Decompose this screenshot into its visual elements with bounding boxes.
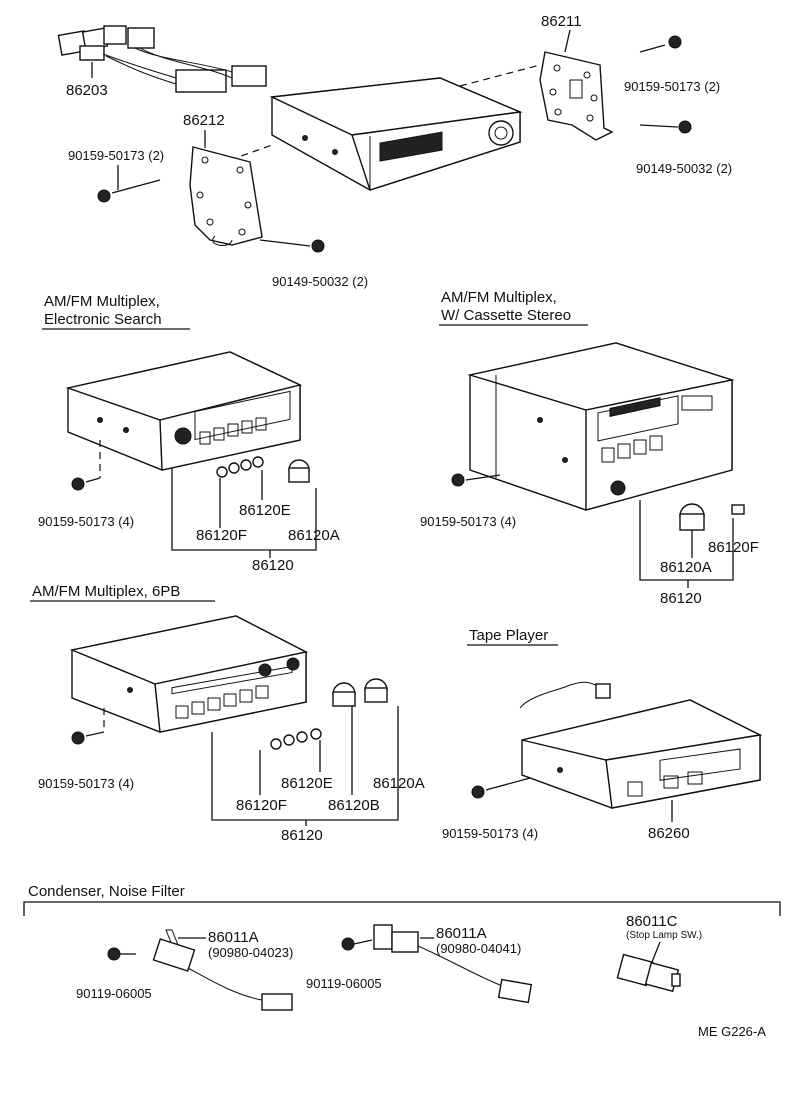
filter1-label: 86011A xyxy=(208,929,259,946)
heading-tape: Tape Player xyxy=(469,627,548,644)
cs-knob-a-label: 86120A xyxy=(660,559,712,576)
screw-label-tl: 90159-50173 (2) xyxy=(68,148,164,163)
knob-icon xyxy=(270,678,388,750)
es-set-label: 86120 xyxy=(252,557,294,574)
pb-knob-f-label: 86120F xyxy=(236,797,287,814)
screw-icon xyxy=(71,731,105,745)
radio-cassette-stereo xyxy=(467,342,735,511)
es-knob-e-label: 86120E xyxy=(239,502,291,519)
screw-label-bl: 90149-50032 (2) xyxy=(272,274,368,289)
screw1-label: 90119-06005 xyxy=(76,986,152,1001)
pb-screw-label: 90159-50173 (4) xyxy=(38,776,134,791)
part-86211-label: 86211 xyxy=(541,13,582,30)
heading-electronic-search-2: Electronic Search xyxy=(44,311,162,328)
wire-harness-86203 xyxy=(57,25,267,93)
pb-knob-e-label: 86120E xyxy=(281,775,333,792)
screw-icon xyxy=(259,239,325,253)
noise-filter-1 xyxy=(152,929,293,1011)
heading-condenser: Condenser, Noise Filter xyxy=(28,883,185,900)
screw-icon xyxy=(107,947,136,961)
tp-unit-label: 86260 xyxy=(648,825,690,842)
bracket-86211 xyxy=(539,51,614,141)
heading-6pb: AM/FM Multiplex, 6PB xyxy=(32,583,180,600)
tape-player-86260 xyxy=(519,681,763,809)
radio-body-main xyxy=(269,77,523,191)
filter2-sub: (90980-04041) xyxy=(436,941,521,956)
screw-icon xyxy=(451,473,501,487)
cs-set-label: 86120 xyxy=(660,590,702,607)
screw-icon xyxy=(97,179,161,203)
heading-cassette-2: W/ Cassette Stereo xyxy=(441,307,571,324)
screw-label-tr: 90159-50173 (2) xyxy=(624,79,720,94)
heading-cassette-1: AM/FM Multiplex, xyxy=(441,289,557,306)
es-knob-f-label: 86120F xyxy=(196,527,247,544)
pb-knob-b-label: 86120B xyxy=(328,797,380,814)
part-86203-label: 86203 xyxy=(66,82,108,99)
pb-knob-a-label: 86120A xyxy=(373,775,425,792)
knob-icon xyxy=(216,456,310,483)
screw-icon xyxy=(639,120,692,134)
heading-electronic-search-1: AM/FM Multiplex, xyxy=(44,293,160,310)
radio-6pb xyxy=(69,615,309,733)
filter3-sub: (Stop Lamp SW.) xyxy=(626,930,702,941)
noise-filter-stop-lamp xyxy=(616,953,681,993)
noise-filter-2 xyxy=(373,924,533,1004)
screw-icon xyxy=(341,937,373,951)
bracket-86212 xyxy=(189,146,263,246)
filter3-label: 86011C xyxy=(626,913,678,930)
knob-icon xyxy=(679,503,745,531)
screw-icon xyxy=(639,35,682,53)
screw-icon xyxy=(471,777,531,799)
pb-set-label: 86120 xyxy=(281,827,323,844)
screw-label-rr: 90149-50032 (2) xyxy=(636,161,732,176)
radio-electronic-search xyxy=(65,351,303,471)
cs-screw-label: 90159-50173 (4) xyxy=(420,514,516,529)
screw2-label: 90119-06005 xyxy=(306,976,382,991)
part-86212-label: 86212 xyxy=(183,112,225,129)
es-knob-a-label: 86120A xyxy=(288,527,340,544)
tp-screw-label: 90159-50173 (4) xyxy=(442,826,538,841)
filter2-label: 86011A xyxy=(436,925,487,942)
diagram-code: ME G226-A xyxy=(698,1024,766,1039)
es-screw-label: 90159-50173 (4) xyxy=(38,514,134,529)
filter1-sub: (90980-04023) xyxy=(208,945,293,960)
screw-icon xyxy=(71,477,101,491)
